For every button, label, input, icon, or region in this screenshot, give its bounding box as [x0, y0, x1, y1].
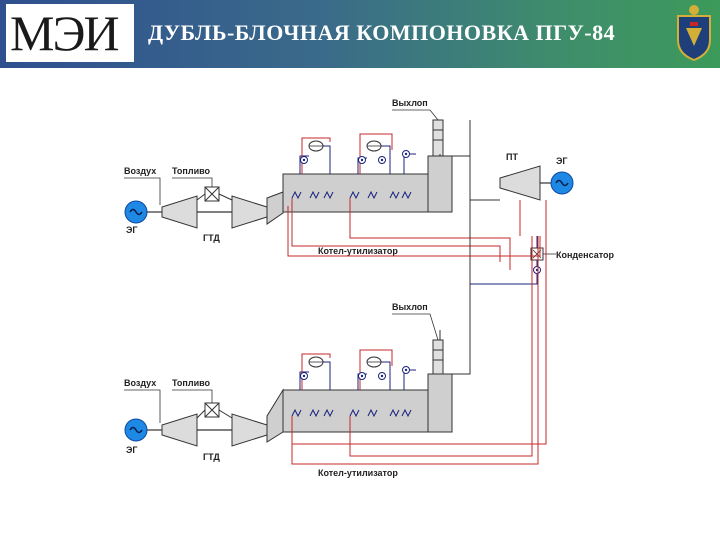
logo-text: МЭИ: [10, 5, 120, 61]
fuel-bottom-label: Топливо: [172, 378, 211, 388]
compressor-top: [161, 195, 198, 229]
steam-turbine-label: ПТ: [506, 152, 518, 162]
unit-top: ЭГ Воздух Топливо ГТД Выхлоп: [124, 98, 511, 270]
generator-turbine-icon: [550, 171, 574, 195]
boiler-bottom: [282, 389, 432, 433]
generator-bottom-label: ЭГ: [126, 445, 138, 455]
exhaust-bottom-label: Выхлоп: [392, 302, 428, 312]
compressor-bottom: [161, 413, 198, 447]
generator-top-icon: [124, 200, 148, 224]
generator-top-label: ЭГ: [126, 225, 138, 235]
stack-top: [427, 155, 453, 213]
boiler-bottom-label: Котел-утилизатор: [318, 468, 398, 478]
steam-turbine-block: ПТ ЭГ Конденсатор: [287, 120, 614, 445]
boiler-top-label: Котел-утилизатор: [318, 246, 398, 256]
stack-bottom: [427, 373, 453, 433]
air-bottom-label: Воздух: [124, 378, 156, 388]
generator-bottom-icon: [124, 418, 148, 442]
air-top-label: Воздух: [124, 166, 156, 176]
page-title: ДУБЛЬ-БЛОЧНАЯ КОМПОНОВКА ПГУ-84: [148, 20, 616, 45]
gtu-bottom-label: ГТД: [203, 452, 220, 462]
fuel-top-label: Топливо: [172, 166, 211, 176]
emblem-icon: [677, 5, 711, 62]
exhaust-top-label: Выхлоп: [392, 98, 428, 108]
generator-turbine-label: ЭГ: [556, 156, 568, 166]
mei-logo: МЭИ: [6, 4, 134, 62]
gtu-top-label: ГТД: [203, 233, 220, 243]
steam-turbine: [499, 165, 541, 201]
unit-bottom: ЭГ Воздух Топливо ГТД Выхлоп Котел-утили…: [124, 236, 539, 478]
boiler-top: [282, 173, 432, 213]
header-bar: МЭИ ДУБЛЬ-БЛОЧНАЯ КОМПОНОВКА ПГУ-84: [0, 0, 720, 68]
gas-turbine-bottom: [231, 413, 268, 447]
condenser-label: Конденсатор: [556, 250, 614, 260]
gas-turbine-top: [231, 195, 268, 229]
power-plant-diagram: ЭГ Воздух Топливо ГТД Выхлоп: [124, 98, 614, 478]
